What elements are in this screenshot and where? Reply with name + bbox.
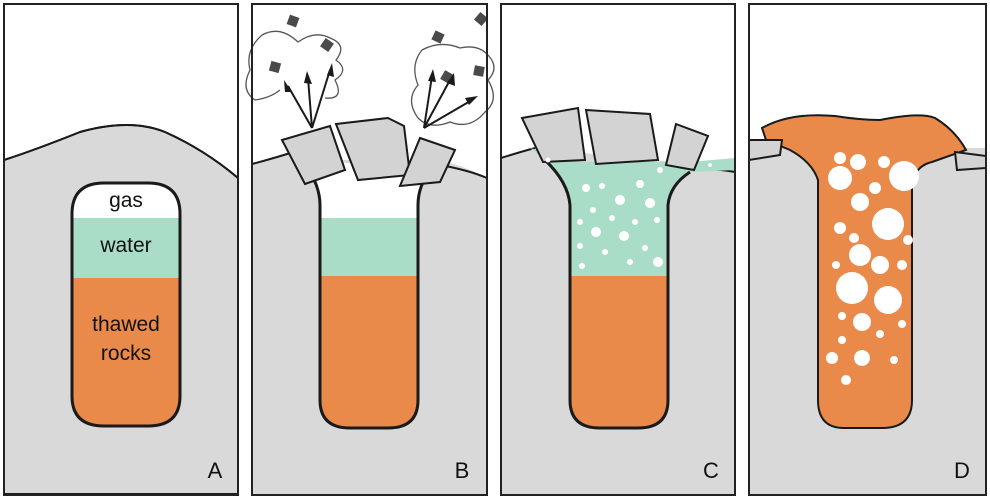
rock-fragment [520,106,587,164]
rock-fragment [280,124,347,186]
water-layer-b [320,218,418,276]
panel-frame-c [500,3,736,496]
panel-frame-b [251,3,488,496]
water-label: water [99,234,151,257]
magma-dome-d [760,114,968,429]
panel-letter-c: C [703,458,719,483]
rock-fragment [334,116,412,182]
water-layer [72,218,180,278]
gas-bubbles-d [826,152,919,385]
debris-particle [268,60,282,74]
thawed-layer-c [570,276,668,428]
thawed-label: thawed [92,313,160,336]
debris-particle [431,30,445,44]
gas-bubbles-c [545,157,712,269]
panel-frame-a [3,3,239,496]
debris-particle [286,14,300,28]
rock-fragment [398,136,457,188]
arrowheads [284,63,478,105]
thawed-layer-b [320,276,418,428]
gas-plume-outline [410,43,495,126]
gas-label: gas [109,189,143,212]
panel-letter-b: B [455,458,470,483]
panel-letter-a: A [208,458,223,483]
gas-layer [72,183,180,218]
debris-particle [473,11,489,27]
panel-b: B [245,11,495,494]
panel-letter-d: D [954,458,970,483]
rock-fragment [664,122,710,172]
conduit-outline-c [543,158,691,430]
debris-particle [473,65,485,77]
capsule-outline [70,181,182,428]
panel-a: gas water thawed rocks A [3,124,239,495]
thawed-rocks-layer [72,278,180,426]
panel-c: C [500,106,736,494]
conduit-outline-b [303,164,434,430]
rock-fragment [953,150,987,172]
panel-frame-d [748,3,987,496]
gas-plume-outline [245,30,344,101]
eruption-arrows [287,69,473,129]
panel-d: D [748,114,987,494]
rock-fragment [584,108,660,166]
debris-particle [320,38,334,52]
rocks-label: rocks [101,342,151,365]
ground-top-a [3,124,239,179]
